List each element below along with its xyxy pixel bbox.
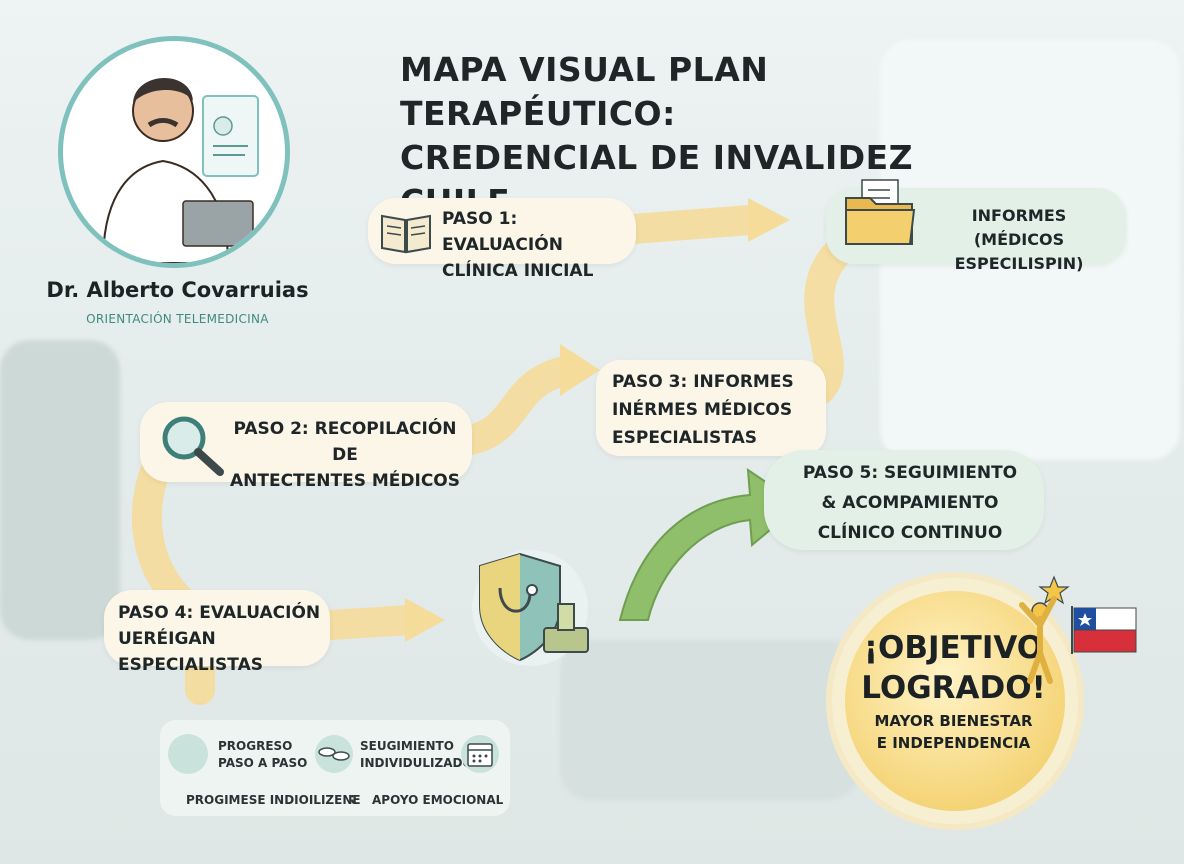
celebrating-person-icon xyxy=(1010,575,1074,689)
step-4-label: PASO 4: EVALUACIÓN UERÉIGAN ESPECIALISTA… xyxy=(118,603,321,675)
doctor-avatar xyxy=(58,36,290,268)
doctor-role: ORIENTACIÓN TELEMEDICINA xyxy=(86,312,269,326)
legend-item-followup: SEUGIMIENTO INDIVIDULIZADO xyxy=(360,739,473,770)
arrowhead-step3 xyxy=(560,344,600,396)
step-5-label: PASO 5: SEGUIMIENTO & ACOMPAMIENTO CLÍNI… xyxy=(802,463,1018,543)
step-1-label: PASO 1: EVALUACIÓN CLÍNICA INICIAL xyxy=(442,209,594,281)
path-step2-to-step3 xyxy=(455,355,585,455)
doctor-name: Dr. Alberto Covarruias xyxy=(46,278,309,302)
chile-flag-icon xyxy=(1070,604,1140,660)
step-4-card xyxy=(104,590,330,666)
calendar-icon xyxy=(460,734,500,778)
goal-subtitle: MAYOR BIENESTAR E INDEPENDENCIA xyxy=(874,712,1033,752)
legend-item-3: PROGIMESE INDIOILIZENE xyxy=(186,793,361,807)
informes-label: INFORMES (MÉDICOS ESPECILISPIN) xyxy=(954,206,1084,273)
arrowhead-shield xyxy=(405,598,445,642)
book-icon xyxy=(378,208,434,260)
legend-item-progress: PROGRESO PASO A PASO xyxy=(218,739,308,770)
background-desk xyxy=(560,640,860,800)
legend-separator: ⁏ xyxy=(350,791,355,805)
folder-icon xyxy=(840,178,920,252)
legend-item-emotional-support: APOYO EMOCIONAL xyxy=(372,793,504,807)
pills-icon xyxy=(312,734,356,778)
path-step4-to-shield xyxy=(315,605,425,640)
step-5-card xyxy=(764,450,1044,550)
magnifier-icon xyxy=(158,412,228,482)
step-3-card xyxy=(596,360,826,456)
path-step1-to-informes xyxy=(605,205,765,245)
shield-stethoscope-icon xyxy=(460,548,600,672)
step-3-label: PASO 3: INFORMES INÉRMES MÉDICOS ESPECIA… xyxy=(612,372,794,448)
step-2-label: PASO 2: RECOPILACIÓN DE ANTECTENTES MÉDI… xyxy=(229,419,460,491)
goal-badge xyxy=(845,591,1065,811)
background-shelf xyxy=(0,340,120,640)
arrowhead-informes xyxy=(748,198,790,242)
progress-icon xyxy=(168,734,208,774)
goal-title: ¡OBJETIVO LOGRADO! xyxy=(861,630,1046,706)
